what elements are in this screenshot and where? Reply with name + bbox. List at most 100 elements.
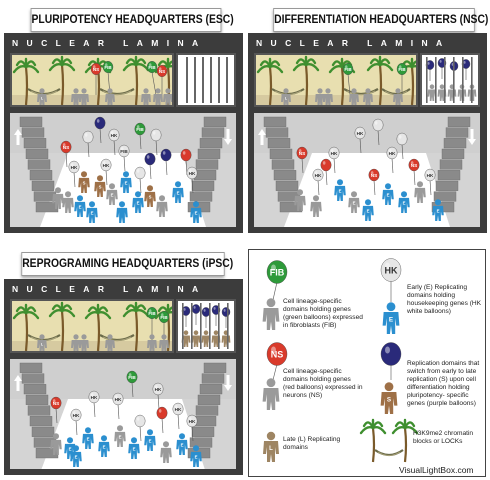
- svg-text:E: E: [137, 200, 140, 205]
- lower-figure: E: [334, 179, 346, 201]
- svg-text:E: E: [69, 446, 72, 451]
- svg-text:E: E: [339, 188, 342, 193]
- palm-tree: [256, 57, 284, 105]
- fib-balloon: FIB: [146, 307, 158, 341]
- legend-hammock: [374, 449, 404, 457]
- palm-tree: [12, 303, 40, 351]
- svg-text:E: E: [403, 200, 406, 205]
- legend-hk-text: Early (E) Replicating domains holding ho…: [407, 284, 482, 315]
- hk-balloon: [372, 118, 384, 146]
- hammock: [343, 88, 379, 96]
- late-replicating-figure: [163, 88, 172, 105]
- down-arrow: [224, 129, 232, 145]
- svg-text:FIB: FIB: [120, 149, 128, 154]
- hk-balloon: HK: [186, 414, 198, 442]
- hammock: [99, 88, 135, 96]
- lower-figure: E: [132, 191, 144, 213]
- hk-balloon: [134, 414, 146, 442]
- svg-text:HK: HK: [155, 387, 162, 392]
- fib-balloon: FIB: [342, 63, 354, 96]
- svg-text:HK: HK: [357, 131, 364, 136]
- svg-text:HK: HK: [111, 133, 118, 138]
- lower-figure: E: [64, 437, 76, 459]
- lower-figure: E: [120, 171, 132, 193]
- svg-text:NS: NS: [159, 69, 165, 74]
- hk-balloon: HK: [328, 146, 340, 174]
- svg-text:S: S: [149, 194, 152, 199]
- hk-balloon: [134, 166, 146, 194]
- svg-text:L: L: [285, 97, 288, 101]
- svg-text:HK: HK: [175, 407, 182, 412]
- fib-balloon: FIB: [126, 370, 138, 398]
- legend-fib-text: Cell lineage-specific domains holding ge…: [283, 298, 363, 329]
- svg-text:HK: HK: [427, 173, 434, 178]
- hk-balloon: HK: [152, 382, 164, 410]
- late-replicating-figure: [153, 88, 163, 105]
- nsc-lamina-zone: L FIB FIB: [254, 53, 418, 107]
- locked-figure: [201, 330, 211, 347]
- palm-tree: [48, 55, 76, 105]
- hk-balloon: [396, 132, 408, 160]
- legend-palm-tree: [359, 418, 387, 463]
- hk-balloon: HK: [312, 168, 324, 196]
- svg-text:E: E: [87, 436, 90, 441]
- svg-text:HK: HK: [115, 397, 122, 402]
- svg-text:E: E: [195, 454, 198, 459]
- palm-tree: [366, 55, 394, 105]
- svg-text:HK: HK: [331, 151, 338, 156]
- svg-text:HK: HK: [389, 151, 396, 156]
- lower-figure: [310, 195, 322, 217]
- svg-text:E: E: [111, 192, 114, 197]
- svg-text:E: E: [103, 444, 106, 449]
- legend-ns-balloon: NS: [266, 342, 288, 381]
- svg-text:HK: HK: [91, 395, 98, 400]
- legend-lock-text: H3K9me2 chromatin blocks or LOCKs: [413, 430, 474, 445]
- palm-tree: [122, 55, 150, 105]
- nsc-nuclear-lamina: NUCLEAR LAMINA: [256, 38, 451, 48]
- switch-balloon: [94, 116, 106, 144]
- svg-text:E: E: [389, 316, 393, 323]
- lower-figure: E: [432, 199, 444, 221]
- ns-balloon: [180, 148, 192, 176]
- palm-tree: [292, 55, 320, 105]
- svg-text:E: E: [91, 210, 94, 215]
- ns-balloon: NS: [408, 158, 420, 186]
- svg-text:HK: HK: [73, 413, 80, 418]
- lower-figure: S: [78, 171, 90, 193]
- late-replicating-figure: [79, 88, 89, 105]
- late-replicating-figure: [141, 88, 151, 105]
- esc-nuclear-lamina: NUCLEAR LAMINA: [12, 38, 207, 48]
- lower-figure: E: [70, 445, 82, 467]
- svg-text:E: E: [177, 190, 180, 195]
- up-arrow: [258, 129, 266, 145]
- hk-balloon: [82, 130, 94, 158]
- svg-text:NS: NS: [93, 67, 99, 72]
- fib-balloon: FIB: [134, 122, 146, 150]
- lower-figure: E: [74, 195, 86, 217]
- legend-early-figure: E: [382, 302, 400, 334]
- svg-text:FIB: FIB: [398, 67, 406, 72]
- nsc-closet-scene: [425, 57, 477, 103]
- ns-balloon: NS: [50, 396, 62, 424]
- svg-text:S: S: [99, 184, 102, 189]
- svg-text:E: E: [181, 442, 184, 447]
- svg-text:FIB: FIB: [148, 311, 156, 316]
- svg-text:E: E: [353, 200, 356, 205]
- svg-text:S: S: [83, 180, 86, 185]
- down-arrow: [468, 129, 476, 145]
- lower-figure: E: [382, 183, 394, 205]
- svg-text:E: E: [75, 454, 78, 459]
- lower-figure: [414, 181, 426, 203]
- switch-balloon: [191, 304, 201, 325]
- legend-gray-figure: [262, 298, 280, 330]
- fib-balloon: FIB: [146, 61, 158, 96]
- lower-figure: [116, 201, 128, 223]
